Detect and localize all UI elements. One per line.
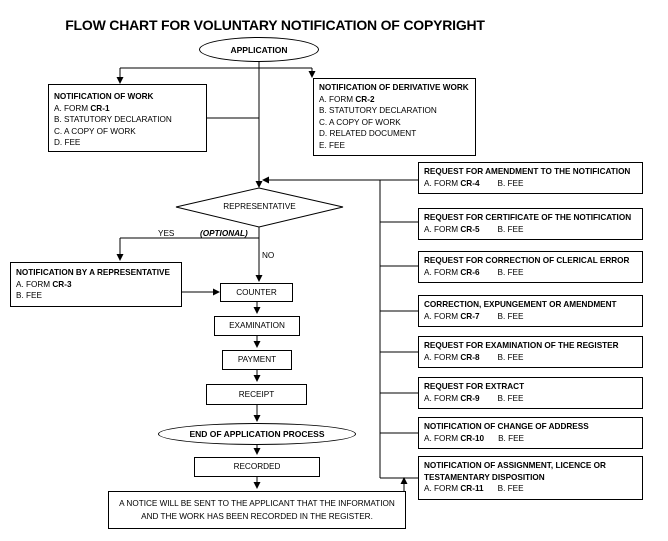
request-box: NOTIFICATION OF ASSIGNMENT, LICENCE OR T… [418, 456, 643, 500]
notification-by-representative-box: NOTIFICATION BY A REPRESENTATIVE A. FORM… [10, 262, 182, 307]
end-of-application-process-node: END OF APPLICATION PROCESS [158, 423, 356, 445]
yes-label: YES [158, 229, 175, 238]
request-box: CORRECTION, EXPUNGEMENT OR AMENDMENT A. … [418, 295, 643, 327]
request-box: REQUEST FOR CERTIFICATE OF THE NOTIFICAT… [418, 208, 643, 240]
notification-of-work-heading: NOTIFICATION OF WORK [54, 92, 154, 101]
optional-label: (OPTIONAL) [200, 229, 248, 238]
chart-title: FLOW CHART FOR VOLUNTARY NOTIFICATION OF… [65, 17, 485, 33]
counter-step: COUNTER [220, 283, 293, 302]
derivative-work-heading: NOTIFICATION OF DERIVATIVE WORK [319, 83, 469, 92]
notification-of-work-box: NOTIFICATION OF WORK A. FORM CR-1 B. STA… [48, 84, 207, 152]
representative-label: REPRESENTATIVE [223, 202, 296, 211]
examination-step: EXAMINATION [214, 316, 300, 336]
representative-decision [175, 187, 344, 228]
request-box: REQUEST FOR EXAMINATION OF THE REGISTER … [418, 336, 643, 368]
request-box: NOTIFICATION OF CHANGE OF ADDRESS A. FOR… [418, 417, 643, 449]
recorded-step: RECORDED [194, 457, 320, 477]
request-box: REQUEST FOR AMENDMENT TO THE NOTIFICATIO… [418, 162, 643, 194]
request-box: REQUEST FOR CORRECTION OF CLERICAL ERROR… [418, 251, 643, 283]
notice-box: A NOTICE WILL BE SENT TO THE APPLICANT T… [108, 491, 406, 529]
payment-step: PAYMENT [222, 350, 292, 370]
no-label: NO [262, 251, 275, 260]
receipt-step: RECEIPT [206, 384, 307, 405]
application-node: APPLICATION [199, 37, 319, 62]
notification-of-derivative-work-box: NOTIFICATION OF DERIVATIVE WORK A. FORM … [313, 78, 476, 156]
